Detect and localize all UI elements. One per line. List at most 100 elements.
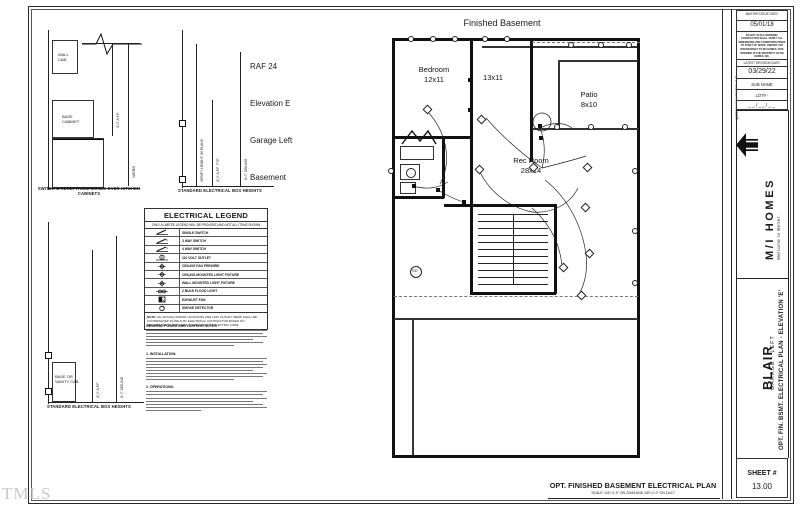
outlet-symbol [588, 124, 594, 130]
legend-row-label: CEILING FAN PREWIRE [182, 264, 220, 269]
master-issue-date-label: MASTER ISSUE DATE: [745, 12, 779, 16]
mi-homes-arrow-icon [736, 133, 758, 157]
wall-mount-light-icon [145, 279, 180, 287]
legend-row-label: SINGLE SWITCH [182, 230, 209, 235]
legend-row-label: SMOKE DETECTOR [182, 306, 214, 311]
brand-tagline: Welcome to Better. [776, 214, 781, 260]
detail-caption-2: STANDARD ELECTRICAL BOX HEIGHTS [178, 188, 262, 193]
room-dims: 8x10 [580, 99, 598, 109]
detail-caption-3: STANDARD ELECTRICAL BOX HEIGHTS [47, 404, 131, 409]
bottom-title-scale: SCALE: 1/4"=1'-0" ON 22x34 AND 1/8"=1'-0… [591, 491, 675, 495]
switch-symbol [412, 184, 416, 188]
outlet-symbol [554, 124, 560, 130]
switch-three-way-icon: 3 [145, 237, 180, 245]
plan-header: Finished Basement [463, 18, 541, 28]
general-notes-sub-1: 1. INSTALLATION: [146, 351, 177, 356]
revision-label-cell: LATEST REVISION DATE: [736, 59, 788, 66]
outlet-symbol [408, 36, 414, 42]
outlet-symbol [598, 42, 604, 48]
lot-cell: LOT# - [736, 89, 788, 100]
legend-row: SINGLE SWITCH [145, 229, 267, 238]
legend-row: WALL MOUNTED LIGHT FIXTURE [145, 279, 267, 288]
ceiling-mount-light-icon [145, 270, 180, 279]
room-label-patio: Patio 8x10 [562, 90, 616, 110]
outlet-symbol [622, 124, 628, 130]
switch-symbol [436, 188, 440, 192]
title-block [722, 9, 789, 499]
room-dims: 13x11 [483, 73, 503, 82]
legend-row-label: 3 WAY SWITCH [182, 239, 206, 244]
room-name: Bedroom [418, 65, 450, 74]
revision-date-label: LATEST REVISION DATE: [743, 61, 781, 65]
project-sub-2: OPT. FIN. BSMT. ELECTRICAL PLAN - ELEVAT… [779, 289, 785, 450]
sheet-number-box: SHEET # 13.00 [736, 458, 788, 498]
legend-row: CEILING MOUNTED LIGHT FIXTURE [145, 270, 267, 280]
legend-row: CEILING FAN PREWIRE [145, 262, 267, 271]
switch-symbol [468, 78, 472, 82]
plan-id-line-4: Basement [250, 173, 287, 183]
plan-id-block: RAF 24 Elevation E Garage Left Basement [250, 36, 292, 209]
smoke-detector-symbol [410, 266, 422, 278]
watermark: TMLS [2, 484, 52, 503]
sheet-label: SHEET # [747, 470, 777, 477]
legend-note-body: ALL ROUGH WIRING LOCATIONS AND LEFT OUTL… [147, 314, 257, 327]
master-issue-date-value: 05/01/18 [750, 22, 774, 28]
legend-row-label: EXHAUST FAN [182, 297, 206, 302]
legend-row: EXHAUST FAN [145, 296, 267, 305]
bottom-title-main: OPT. FINISHED BASEMENT ELECTRICAL PLAN [549, 481, 717, 490]
plan-id-line-3: Garage Left [250, 136, 293, 146]
brand-name: M/I HOMES [764, 177, 776, 260]
floor-plan: Finished Basement [382, 18, 712, 458]
legend-row-label: 2 BULB FLOOD LIGHT [182, 289, 218, 294]
exhaust-fan-icon [145, 296, 180, 304]
legend-note: NOTE: ALL ROUGH WIRING LOCATIONS AND LEF… [145, 311, 267, 329]
outlet-symbol [504, 36, 510, 42]
outlet-symbol [388, 168, 394, 174]
date-slots-cell: __/__/__ [736, 100, 788, 110]
legend-note-heading: NOTE: [147, 314, 157, 319]
disclaimer-cell: DO NOT SCALE DRAWING. CONTRACTOR SHALL V… [736, 31, 788, 59]
legend-row: 3 3 WAY SWITCH [145, 237, 267, 246]
switch-symbol [539, 136, 543, 140]
room-dims: 12x11 [424, 74, 444, 84]
outlet-symbol [632, 228, 638, 234]
closet-hanger-icon [401, 129, 437, 145]
legend-row-label: WALL MOUNTED LIGHT FIXTURE [182, 281, 235, 286]
legend-title: ELECTRICAL LEGEND [145, 209, 267, 222]
revision-date-cell: 03/29/22 [736, 66, 788, 78]
master-date-value-cell: 05/01/18 [736, 20, 788, 31]
drawing-title-bottom: OPT. FINISHED BASEMENT ELECTRICAL PLAN S… [548, 481, 718, 495]
legend-row-label: 110 VOLT OUTLET [182, 255, 211, 260]
svg-text:3: 3 [166, 238, 168, 242]
wiring-diagram [411, 109, 587, 297]
legend-row: 110 VOLT OUTLET [145, 254, 267, 263]
legend-row: SMOKE DETECTOR [145, 304, 267, 312]
disclaimer-text: DO NOT SCALE DRAWING. CONTRACTOR SHALL V… [738, 33, 786, 59]
legend-subtitle: ONLY A LIMITED LEGEND WILL BE PROVIDED A… [145, 222, 267, 229]
lot-label: LOT# - [755, 93, 769, 98]
outlet-symbol [452, 36, 458, 42]
svg-text:4: 4 [166, 246, 168, 250]
electrical-legend: ELECTRICAL LEGEND ONLY A LIMITED LEGEND … [144, 208, 268, 331]
sheet-number: 13.00 [751, 482, 773, 491]
outlet-symbol [626, 42, 632, 48]
outlet-symbol [632, 168, 638, 174]
project-sub-1: GARAGE - LEFT [770, 335, 776, 390]
general-notes-sub-2: 2. OPERATIONS: [146, 385, 174, 390]
outlet-symbol [482, 36, 488, 42]
sheet-border-inner [31, 9, 791, 501]
wire-squiggle-icon [82, 32, 142, 56]
room-label-bedroom: Bedroom 12x11 [404, 65, 464, 85]
sub-name-cell: SUB NAME [736, 78, 788, 89]
outlet-symbol [632, 280, 638, 286]
legend-row-label: CEILING MOUNTED LIGHT FIXTURE [182, 272, 239, 277]
general-notes-heading: GENERAL POWER AND LIGHTING NOTES [146, 324, 217, 328]
detail-caption-1: SWITCH & RECEPTACLE BOXES OVER KITCHEN C… [37, 186, 141, 196]
outlet-symbol [568, 42, 574, 48]
date-slots: __/__/__ [748, 103, 776, 109]
outlet-110-icon [145, 254, 180, 262]
flood-light-icon [145, 287, 180, 296]
switch-four-way-icon: 4 [145, 245, 180, 254]
sub-name-label: SUB NAME [751, 82, 773, 87]
